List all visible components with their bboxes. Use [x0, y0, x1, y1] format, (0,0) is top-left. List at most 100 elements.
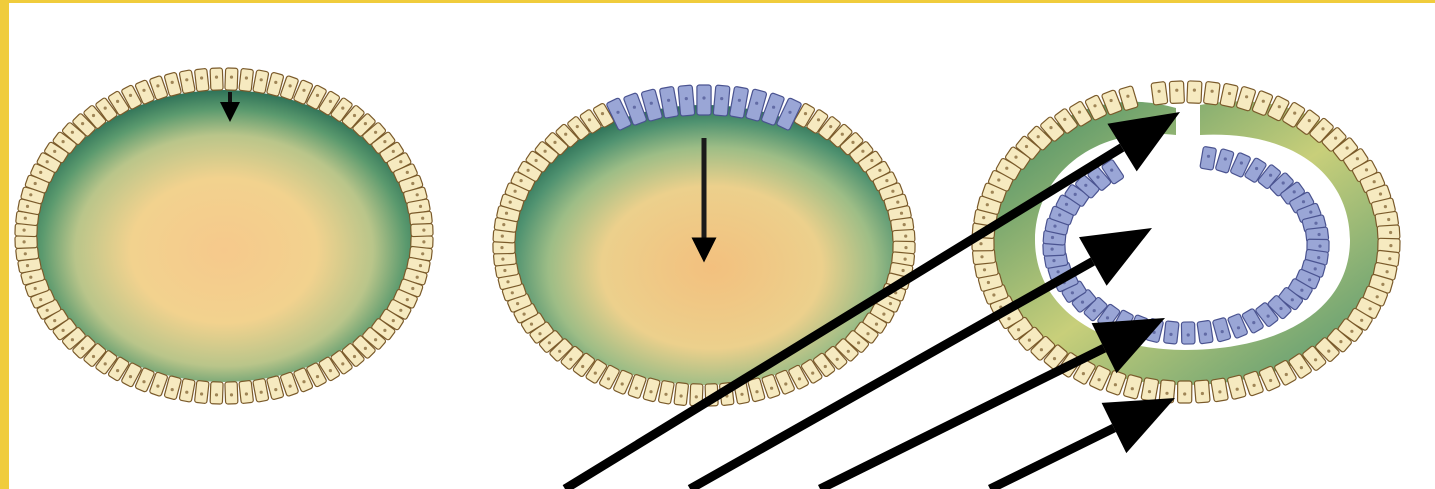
cell-nucleus [903, 223, 906, 226]
cell-nucleus [885, 179, 888, 182]
cell-nucleus [633, 106, 636, 109]
cell-nucleus [1017, 328, 1020, 331]
cell-nucleus [1082, 372, 1085, 375]
embryo-invagination-illustration [493, 85, 915, 406]
cell-nucleus [902, 269, 905, 272]
cell-nucleus [1110, 169, 1113, 172]
cell-nucleus [1386, 270, 1389, 273]
cell-nucleus [1314, 358, 1317, 361]
cell-nucleus [411, 287, 414, 290]
cell-nucleus [92, 355, 95, 358]
cell-nucleus [81, 122, 84, 125]
cell-nucleus [81, 347, 84, 350]
cell-nucleus [878, 169, 881, 172]
cell-nucleus [788, 111, 791, 114]
cell-nucleus [245, 392, 248, 395]
cell-nucleus [399, 160, 402, 163]
cell-nucleus [104, 362, 107, 365]
cell-nucleus [664, 393, 667, 396]
cell-nucleus [1269, 174, 1272, 177]
cell [1178, 381, 1192, 403]
cell-nucleus [1291, 298, 1294, 301]
cell-nucleus [804, 112, 807, 115]
cell-nucleus [1110, 99, 1113, 102]
cell [678, 85, 695, 116]
cell-nucleus [1300, 366, 1303, 369]
cell-nucleus [738, 99, 741, 102]
cell-nucleus [1028, 339, 1031, 342]
cell-nucleus [535, 159, 538, 162]
cell-nucleus [866, 332, 869, 335]
cell-nucleus [171, 388, 174, 391]
cell-nucleus [695, 395, 698, 398]
cell-nucleus [129, 94, 132, 97]
cell [179, 378, 195, 402]
cell-nucleus [374, 338, 377, 341]
cell-nucleus [1096, 176, 1099, 179]
cell-nucleus [1057, 270, 1060, 273]
cell-nucleus [516, 302, 519, 305]
cell-nucleus [501, 258, 504, 261]
cell-nucleus [1201, 392, 1204, 395]
cell-nucleus [1093, 104, 1096, 107]
cell [210, 68, 223, 90]
cell-nucleus [1165, 392, 1168, 395]
cell-nucleus [1007, 317, 1010, 320]
cell-nucleus [1365, 168, 1368, 171]
cell-nucleus [215, 76, 218, 79]
cell-nucleus [1293, 112, 1296, 115]
cell-nucleus [1252, 321, 1255, 324]
cell-nucleus [755, 390, 758, 393]
cell-nucleus [289, 84, 292, 87]
cell-nucleus [29, 276, 32, 279]
cell [194, 380, 209, 403]
cell-nucleus [1384, 205, 1387, 208]
cell-nucleus [71, 338, 74, 341]
cell-nucleus [353, 355, 356, 358]
cell-nucleus [1356, 157, 1359, 160]
cell [1163, 321, 1179, 344]
cell-nucleus [650, 102, 653, 105]
cell-nucleus [1228, 92, 1231, 95]
cell-nucleus [1389, 244, 1392, 247]
cell-nucleus [904, 235, 907, 238]
cell-nucleus [1126, 95, 1129, 98]
cell-nucleus [1379, 192, 1382, 195]
cell-nucleus [156, 84, 159, 87]
cell-nucleus [520, 179, 523, 182]
cell-nucleus [1025, 145, 1028, 148]
cell-nucleus [553, 141, 556, 144]
embryo-blastula-illustration [15, 68, 433, 404]
cell [1151, 81, 1168, 105]
cell-nucleus [983, 268, 986, 271]
cell-nucleus [1204, 333, 1207, 336]
cell-nucleus [836, 358, 839, 361]
arrow-shaft [990, 428, 1114, 489]
cell-nucleus [1049, 126, 1052, 129]
cell-nucleus [1240, 161, 1243, 164]
cell-nucleus [104, 107, 107, 110]
cell-nucleus [23, 240, 26, 243]
cell-nucleus [46, 160, 49, 163]
cell-nucleus [1267, 315, 1270, 318]
cell-nucleus [1282, 181, 1285, 184]
cell-nucleus [353, 114, 356, 117]
cell-nucleus [260, 391, 263, 394]
cell-nucleus [1052, 259, 1055, 262]
cell [674, 382, 689, 405]
cell-nucleus [544, 150, 547, 153]
cell-nucleus [505, 212, 508, 215]
cell-nucleus [896, 201, 899, 204]
cell-nucleus [581, 365, 584, 368]
cell [1194, 380, 1210, 403]
cell-nucleus [200, 76, 203, 79]
cell-nucleus [329, 369, 332, 372]
cell-nucleus [1218, 390, 1221, 393]
cell-nucleus [46, 309, 49, 312]
cell-nucleus [53, 319, 56, 322]
cell-nucleus [538, 332, 541, 335]
cell [253, 378, 269, 402]
pointer-arrow-4 [990, 398, 1175, 489]
cell-nucleus [1389, 231, 1392, 234]
cell-nucleus [558, 350, 561, 353]
